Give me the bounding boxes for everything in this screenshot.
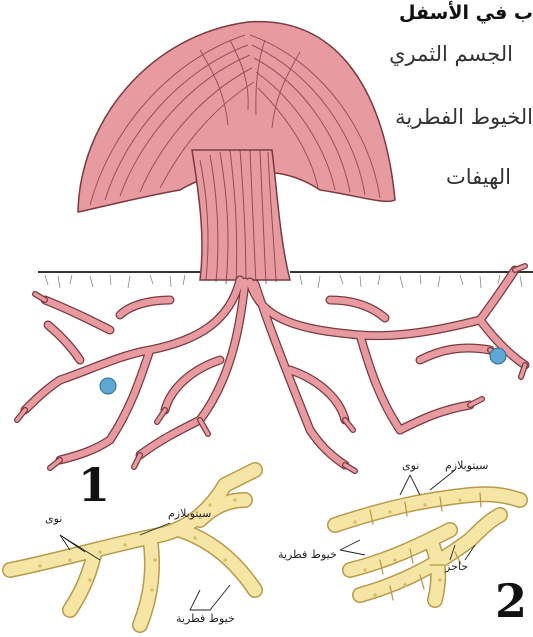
- header-fragment: ب في الأسفل: [399, 2, 533, 24]
- panel1-hyphae-label: خيوط فطرية: [176, 612, 235, 625]
- panel2-septum-label: حاجز: [445, 560, 468, 573]
- panel2-hyphae-label: خيوط فطرية: [278, 548, 337, 561]
- panel1-number: 1: [78, 458, 110, 512]
- panel2-nuclei-label: نوى: [402, 459, 419, 472]
- panel2-number: 2: [495, 574, 527, 628]
- label-fruiting-body: الجسم الثمري: [389, 42, 513, 66]
- spore-left: [100, 378, 116, 394]
- spore-right: [490, 348, 506, 364]
- panel1-cytoplasm-label: سيتوبلازم: [168, 507, 211, 520]
- label-hyphae: الهيفات: [446, 165, 511, 189]
- panel2-hyphae: [335, 493, 520, 600]
- panel1-nuclei-label: نوى: [45, 512, 62, 525]
- panel2-cytoplasm-label: سيتوبلازم: [445, 459, 488, 472]
- panel1-hyphae: [10, 470, 255, 625]
- label-mycelium: الخيوط الفطرية: [395, 105, 533, 129]
- underground-mycelium: [17, 266, 525, 471]
